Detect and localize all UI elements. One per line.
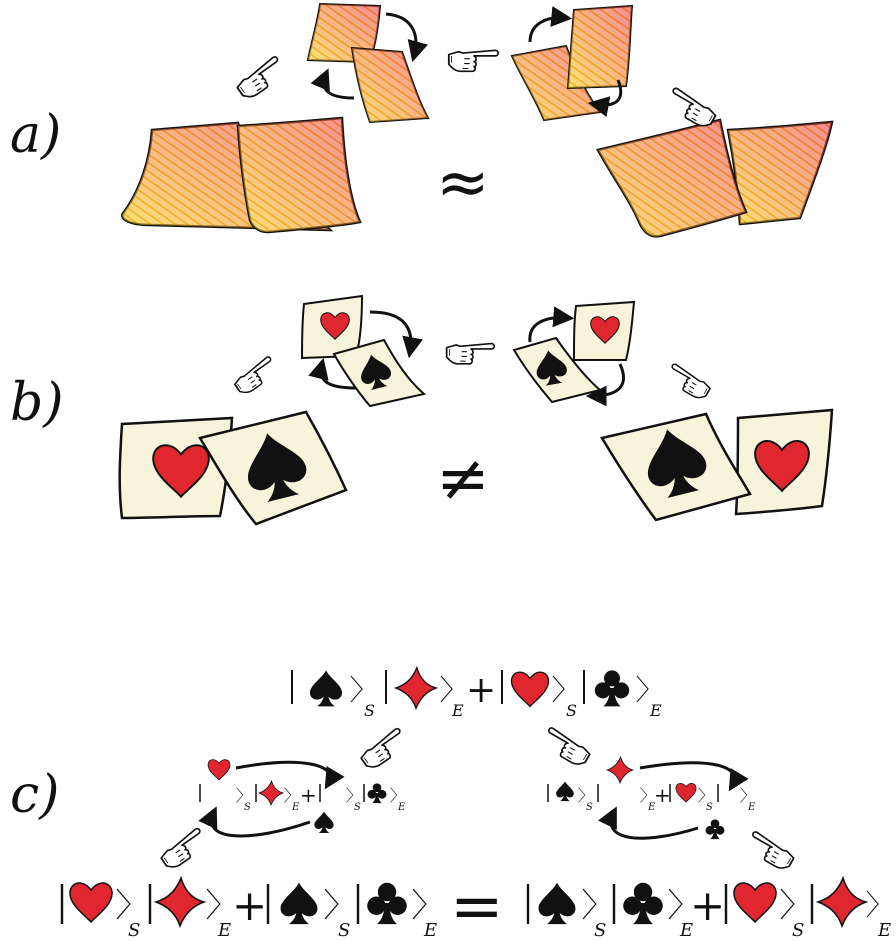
subscript-e: E (217, 920, 231, 941)
curved-arrow-icon (235, 760, 345, 790)
approx-symbol: ≈ (436, 146, 490, 220)
subscript-s: S (354, 802, 361, 813)
heart-suit (69, 882, 113, 923)
hatched-card (726, 120, 834, 226)
spade-suit (309, 670, 343, 707)
subscript-e: E (397, 802, 406, 813)
ket-expression-top: S E + S E (291, 667, 662, 720)
curved-arrow-icon (369, 310, 423, 359)
pointing-hand-icon (231, 355, 281, 398)
heart-suit (675, 783, 697, 803)
subscript-s: S (792, 920, 804, 941)
subscript-s: S (706, 802, 713, 813)
spade-suit (280, 882, 318, 925)
hatched-card (596, 118, 748, 238)
club-suit (623, 882, 663, 925)
curved-arrow-icon (198, 806, 311, 838)
plus-sign: + (232, 881, 267, 930)
subscript-s: S (566, 701, 577, 720)
diamond-suit (606, 756, 634, 784)
subscript-s: S (338, 920, 350, 941)
hatched-card (566, 4, 634, 90)
subscript-s: S (586, 802, 593, 813)
panel-a-label: a) (10, 105, 61, 165)
ket-expression-right-swap: S E + S E (547, 756, 756, 840)
ket-expression-left-swap: S E + S E (198, 759, 406, 838)
heart-suit (733, 882, 777, 923)
panel-c: c) S E + S E S (10, 667, 891, 941)
pointing-hand-icon (158, 826, 211, 873)
plus-sign: + (654, 783, 671, 807)
pointing-hand-icon (743, 830, 797, 874)
club-suit (367, 882, 407, 925)
pointing-hand-icon (358, 726, 411, 773)
ket-expression-bottom-left: S E + S E (60, 877, 437, 941)
not-equal-symbol: ≠ (436, 442, 490, 516)
subscript-s: S (594, 920, 606, 941)
subscript-e: E (451, 701, 464, 720)
spade-suit (538, 882, 576, 925)
pointing-hand-icon (663, 86, 719, 131)
curved-arrow-icon (585, 363, 625, 407)
subscript-e: E (647, 802, 656, 813)
curved-arrow-icon (528, 6, 573, 43)
panel-b-label: b) (10, 373, 64, 433)
diamond-suit (258, 780, 284, 806)
subscript-s: S (364, 701, 375, 720)
curved-arrow-icon (639, 761, 749, 792)
club-suit (705, 819, 725, 840)
heart-suit (510, 671, 550, 708)
diamond-suit (155, 877, 205, 927)
pointing-hand-icon (234, 54, 289, 103)
subscript-s: S (128, 920, 140, 941)
club-suit (594, 670, 630, 707)
hatched-card (350, 46, 430, 124)
curved-arrow-icon (308, 357, 357, 390)
curved-arrow-icon (598, 806, 699, 840)
plus-sign: + (300, 783, 317, 807)
pointing-hand-icon (445, 342, 496, 365)
pointing-hand-icon (663, 362, 713, 403)
equals-symbol: = (450, 870, 504, 941)
curved-arrow-icon (587, 79, 623, 117)
subscript-e: E (877, 920, 891, 941)
pointing-hand-icon (447, 49, 500, 73)
subscript-e: E (423, 920, 437, 941)
subscript-s: S (244, 802, 251, 813)
pointing-hand-icon (539, 726, 593, 770)
diamond-suit (817, 877, 867, 927)
subscript-e: E (649, 701, 662, 720)
hatched-card (236, 116, 362, 234)
ket-expression-bottom-right: S E + S E (526, 877, 891, 941)
diamond-suit (395, 667, 437, 709)
curved-arrow-icon (385, 12, 428, 63)
curved-arrow-icon (310, 68, 355, 100)
plus-sign: + (690, 881, 725, 930)
heart-suit (207, 759, 231, 781)
curved-arrow-icon (528, 306, 575, 343)
subscript-e: E (679, 920, 693, 941)
subscript-e: E (747, 802, 756, 813)
spade-suit (556, 781, 574, 802)
club-suit (367, 783, 387, 804)
panel-c-label: c) (10, 765, 59, 825)
panel-b: b) ≠ (10, 294, 834, 526)
spade-suit (314, 811, 334, 834)
hatched-card (306, 2, 382, 64)
plus-sign: + (466, 670, 496, 711)
subscript-e: E (291, 802, 300, 813)
panel-a: a) (10, 2, 834, 238)
